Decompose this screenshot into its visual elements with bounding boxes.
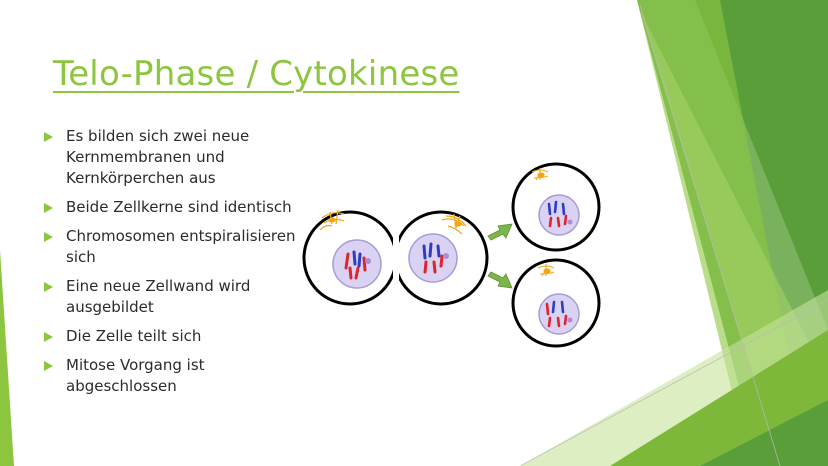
bullet-arrow-icon bbox=[44, 203, 53, 213]
bullet-text: Eine neue Zellwand wird ausgebildet bbox=[66, 277, 251, 316]
daughter-cell bbox=[511, 162, 601, 252]
centrosome-icon bbox=[319, 209, 345, 231]
bullet-item: Eine neue Zellwand wird ausgebildet bbox=[44, 276, 304, 318]
bullet-arrow-icon bbox=[44, 132, 53, 142]
bullet-arrow-icon bbox=[44, 361, 53, 371]
bullet-item: Es bilden sich zwei neue Kernmembranen u… bbox=[44, 126, 304, 189]
centrosome-icon bbox=[537, 264, 555, 277]
bullet-item: Die Zelle teilt sich bbox=[44, 326, 304, 347]
centrosome-icon bbox=[441, 213, 467, 235]
bullet-arrow-icon bbox=[44, 332, 53, 342]
process-arrow-icon bbox=[487, 223, 513, 241]
bullet-item: Mitose Vorgang ist abgeschlossen bbox=[44, 355, 304, 397]
nucleus bbox=[332, 239, 382, 289]
bullet-text: Die Zelle teilt sich bbox=[66, 327, 202, 345]
bullet-arrow-icon bbox=[44, 232, 53, 242]
cell-division-diagram bbox=[302, 162, 601, 348]
bullet-list: Es bilden sich zwei neue Kernmembranen u… bbox=[44, 126, 304, 405]
bullet-text: Es bilden sich zwei neue Kernmembranen u… bbox=[66, 127, 250, 187]
slide-title: Telo-Phase / Cytokinese bbox=[53, 54, 460, 94]
bullet-item: Chromosomen entspiralisieren sich bbox=[44, 226, 304, 268]
bullet-arrow-icon bbox=[44, 282, 53, 292]
centrosome-icon bbox=[531, 168, 549, 181]
bullet-text: Mitose Vorgang ist abgeschlossen bbox=[66, 356, 205, 395]
bullet-text: Chromosomen entspiralisieren sich bbox=[66, 227, 296, 266]
bullet-text: Beide Zellkerne sind identisch bbox=[66, 198, 292, 216]
process-arrow-icon bbox=[487, 271, 513, 289]
chromosomes bbox=[344, 242, 444, 280]
nucleus bbox=[408, 233, 458, 283]
dividing-cell bbox=[302, 209, 489, 306]
daughter-cell bbox=[511, 258, 601, 348]
bullet-item: Beide Zellkerne sind identisch bbox=[44, 197, 304, 218]
